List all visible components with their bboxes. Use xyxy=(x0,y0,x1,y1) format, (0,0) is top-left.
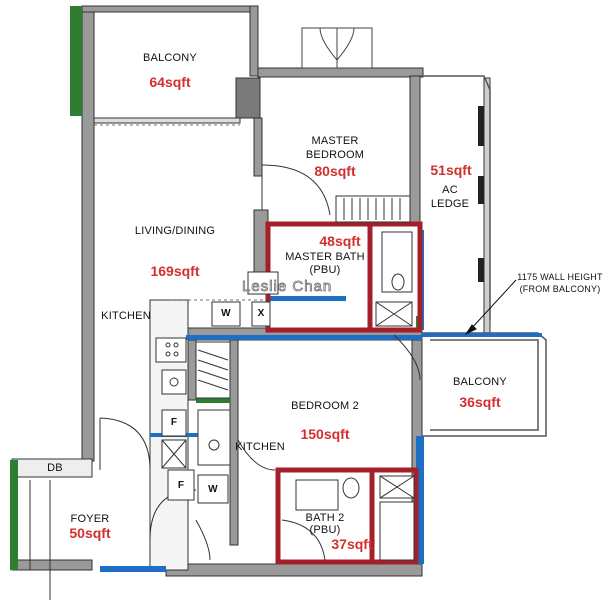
wardrobe xyxy=(195,195,411,399)
master-bath-label-2: (PBU) xyxy=(309,264,341,276)
fixture-f-lower: F xyxy=(177,480,185,491)
master-bedroom-label-1: MASTER xyxy=(311,135,359,147)
living-dining-label: LIVING/DINING xyxy=(134,225,216,237)
master-bedroom-area: 80sqft xyxy=(314,163,356,179)
watermark: Leslie Chan xyxy=(242,278,333,296)
balcony-top-label: BALCONY xyxy=(143,52,197,64)
fixture-x-upper: X xyxy=(257,308,265,319)
living-dining-area: 169sqft xyxy=(150,263,200,279)
bedroom-2-label: BEDROOM 2 xyxy=(291,400,359,412)
bedroom-2-area: 150sqft xyxy=(300,426,350,442)
fixture-w-lower: W xyxy=(208,484,218,495)
balcony-right-label: BALCONY xyxy=(453,376,507,388)
ac-ledge-area: 51sqft xyxy=(430,162,472,178)
foyer-label: FOYER xyxy=(70,513,110,525)
ac-units xyxy=(478,106,484,282)
wall-height-line1: 1175 WALL HEIGHT xyxy=(517,272,603,282)
bath-2-label-2: (PBU) xyxy=(309,524,341,536)
db-label: DB xyxy=(47,462,63,474)
master-bath-label-1: MASTER BATH xyxy=(285,251,365,263)
balcony-top-area: 64sqft xyxy=(149,74,191,90)
master-bedroom-window xyxy=(301,27,373,69)
red-walls xyxy=(265,221,423,565)
bath-2-area: 37sqft xyxy=(331,536,373,552)
kitchen-lower-label: KITCHEN xyxy=(235,441,285,453)
master-bath-area: 48sqft xyxy=(319,233,361,249)
wall-height-line2: (FROM BALCONY) xyxy=(519,284,601,294)
kitchen-upper-label: KITCHEN xyxy=(101,310,151,322)
bath-2-label-1: BATH 2 xyxy=(305,512,345,524)
fixture-w-upper: W xyxy=(221,308,231,319)
dashed-lines xyxy=(94,124,270,301)
balcony-right-area: 36sqft xyxy=(459,394,501,410)
wall-height-arrow xyxy=(464,279,517,336)
ac-ledge-label-2: LEDGE xyxy=(430,198,470,210)
bath-fixtures xyxy=(161,273,415,499)
fixture-f-upper: F xyxy=(170,417,178,428)
ac-ledge-label-1: AC xyxy=(442,184,458,196)
foyer-area: 50sqft xyxy=(69,525,111,541)
master-bedroom-label-2: BEDROOM xyxy=(305,149,365,161)
